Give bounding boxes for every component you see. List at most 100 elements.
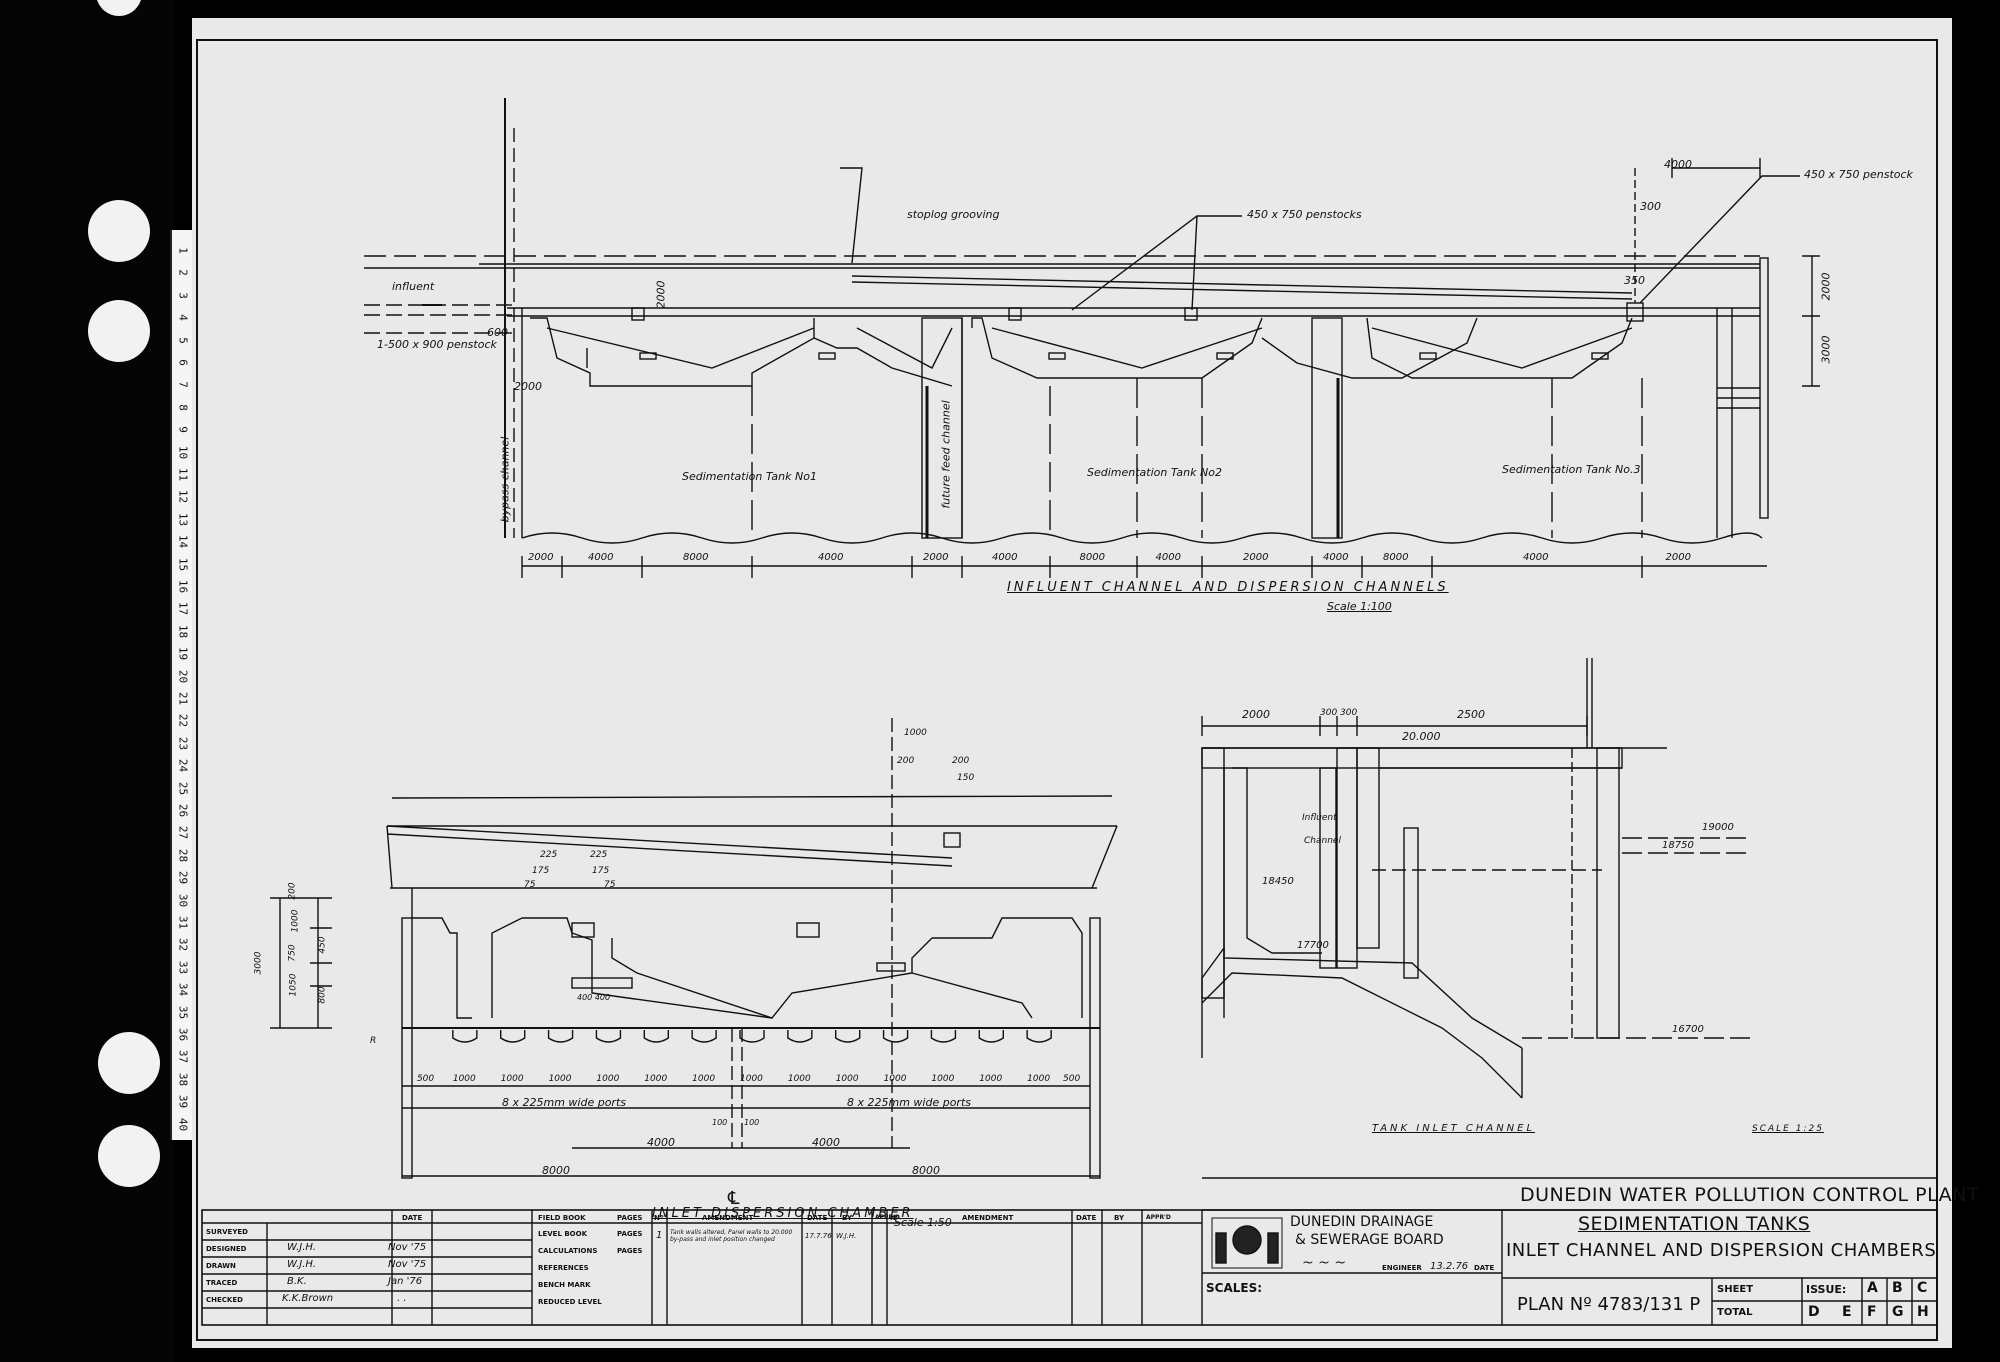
tank-3-label: Sedimentation Tank No.3: [1502, 463, 1641, 476]
dispersion-port: [452, 1030, 478, 1043]
dim-300-ra: 300: [1320, 708, 1338, 718]
ruler-number: 12: [176, 490, 190, 504]
engineer-date: 13.2.76: [1430, 1261, 1469, 1272]
engineering-drawing: [196, 39, 1938, 1341]
port-dim-label: 1000: [596, 1074, 620, 1084]
dispersion-port: [787, 1030, 813, 1043]
penstock-left-callout: 1-500 x 900 penstock: [377, 338, 497, 351]
top-dim-label: 2000: [1665, 552, 1691, 563]
scales-label: SCALES:: [1206, 1281, 1263, 1295]
ruler-number: 22: [176, 714, 190, 728]
board-name-2: & SEWERAGE BOARD: [1295, 1232, 1444, 1248]
dim-800-left: 800: [317, 986, 328, 1004]
dim-750-left: 750: [287, 944, 298, 962]
tb-date-traced: Jan '76: [388, 1276, 423, 1287]
dim-175-a: 175: [532, 866, 550, 876]
dim-1050-left: 1050: [288, 973, 299, 997]
ruler-number: 36: [176, 1027, 190, 1042]
punch-hole: [98, 1125, 160, 1187]
ruler-number: 32: [176, 938, 190, 952]
issue-letter-f: F: [1867, 1304, 1877, 1320]
top-dim-label: 2000: [923, 552, 949, 563]
dim-225-b: 225: [590, 850, 608, 860]
top-dim-label: 2000: [528, 552, 554, 563]
dim-75-b: 75: [604, 880, 616, 890]
tb-amend-date-2: DATE: [1076, 1214, 1097, 1222]
dim-200-left: 200: [287, 882, 298, 900]
plan-number: PLAN Nº 4783/131 P: [1517, 1294, 1701, 1315]
dim-100-b: 100: [744, 1118, 760, 1127]
ruler-number: 14: [176, 535, 190, 549]
dispersion-port: [835, 1030, 861, 1043]
dim-8000-base-a: 8000: [542, 1164, 570, 1177]
port-dim-label: 1000: [644, 1074, 668, 1084]
dim-2000-right: 2000: [1819, 272, 1833, 301]
tb-amend-date: DATE: [807, 1214, 828, 1222]
board-name-1: DUNEDIN DRAINAGE: [1290, 1214, 1434, 1230]
level-18750: 18750: [1662, 840, 1694, 851]
level-16700: 16700: [1672, 1024, 1704, 1035]
top-dim-label: 4000: [588, 552, 614, 563]
tb-row-traced: TRACED: [206, 1279, 238, 1287]
corner-dot: [1958, 1328, 1982, 1352]
punch-hole: [96, 0, 142, 16]
dim-200-a: 200: [897, 756, 915, 766]
tank-2-label: Sedimentation Tank No2: [1087, 466, 1222, 479]
ruler-number: 27: [176, 826, 190, 840]
tb-row-surveyed: SURVEYED: [206, 1228, 248, 1236]
tb-amend-by-2: BY: [1114, 1214, 1125, 1222]
right-drawing-scale: SCALE 1:25: [1752, 1124, 1824, 1134]
issue-letter-d: D: [1808, 1304, 1820, 1320]
issue-letter-c: C: [1917, 1280, 1928, 1296]
punch-hole: [98, 1032, 160, 1094]
dim-4000-lower-b: 4000: [812, 1136, 840, 1149]
ruler-number: 13: [176, 512, 190, 526]
ruler-number: 7: [176, 381, 190, 389]
top-drawing-title: INFLUENT CHANNEL AND DISPERSION CHANNELS: [1007, 580, 1449, 595]
tb-date-drawn: Nov '75: [388, 1259, 427, 1270]
ruler-number: 21: [176, 691, 190, 706]
left-drawing-scale: Scale 1:50: [894, 1216, 952, 1229]
tb-row-designed: DESIGNED: [206, 1245, 247, 1253]
ruler-number: 6: [176, 359, 190, 366]
tb-date-header: DATE: [402, 1214, 423, 1222]
ruler-number: 10: [176, 445, 190, 459]
corner-dot: [1968, 0, 1992, 20]
ruler-number: 5: [176, 336, 190, 344]
dim-350: 350: [1624, 274, 1645, 287]
dispersion-port: [978, 1030, 1004, 1043]
dispersion-port: [1026, 1030, 1052, 1043]
dispersion-port: [930, 1030, 957, 1043]
port-dim-label: 1000: [692, 1074, 716, 1084]
ruler-number: 20: [176, 669, 190, 683]
tb-name-traced: B.K.: [287, 1276, 307, 1287]
ruler-number: 31: [176, 915, 190, 930]
tb-reduced-level: REDUCED LEVEL: [538, 1298, 602, 1306]
dim-8000-base-b: 8000: [912, 1164, 940, 1177]
ruler-number: 2: [176, 269, 190, 277]
tb-name-checked: K.K.Brown: [282, 1293, 334, 1304]
dim-4000-top: 4000: [1664, 158, 1692, 171]
total-label: TOTAL: [1717, 1307, 1753, 1318]
ruler-number: 37: [176, 1050, 190, 1064]
port-dim-label: 1000: [787, 1074, 811, 1084]
level-19000: 19000: [1702, 822, 1734, 833]
tb-bench-mark: BENCH MARK: [538, 1281, 591, 1289]
sheet-label: SHEET: [1717, 1284, 1754, 1295]
tb-amend-row-date: 17.7.76: [805, 1232, 832, 1240]
ruler-number: 34: [176, 983, 190, 997]
influent-channel-label-1: Influent: [1302, 813, 1337, 823]
punch-hole: [88, 300, 150, 362]
punch-hole: [88, 200, 150, 262]
dispersion-port: [595, 1030, 622, 1043]
ruler-number: 24: [176, 759, 190, 773]
port-dim-label: 500: [416, 1074, 435, 1084]
tb-amend-apprd-2: APPR'D: [1146, 1214, 1171, 1221]
dim-300-rb: 300: [1340, 708, 1358, 718]
top-dim-label: 4000: [818, 552, 844, 563]
port-dim-label: 1000: [548, 1074, 572, 1084]
ruler-number: 8: [176, 403, 190, 411]
issue-letter-a: A: [1867, 1280, 1878, 1296]
top-dim-label: 8000: [683, 552, 709, 563]
ruler-number: 15: [176, 557, 190, 571]
